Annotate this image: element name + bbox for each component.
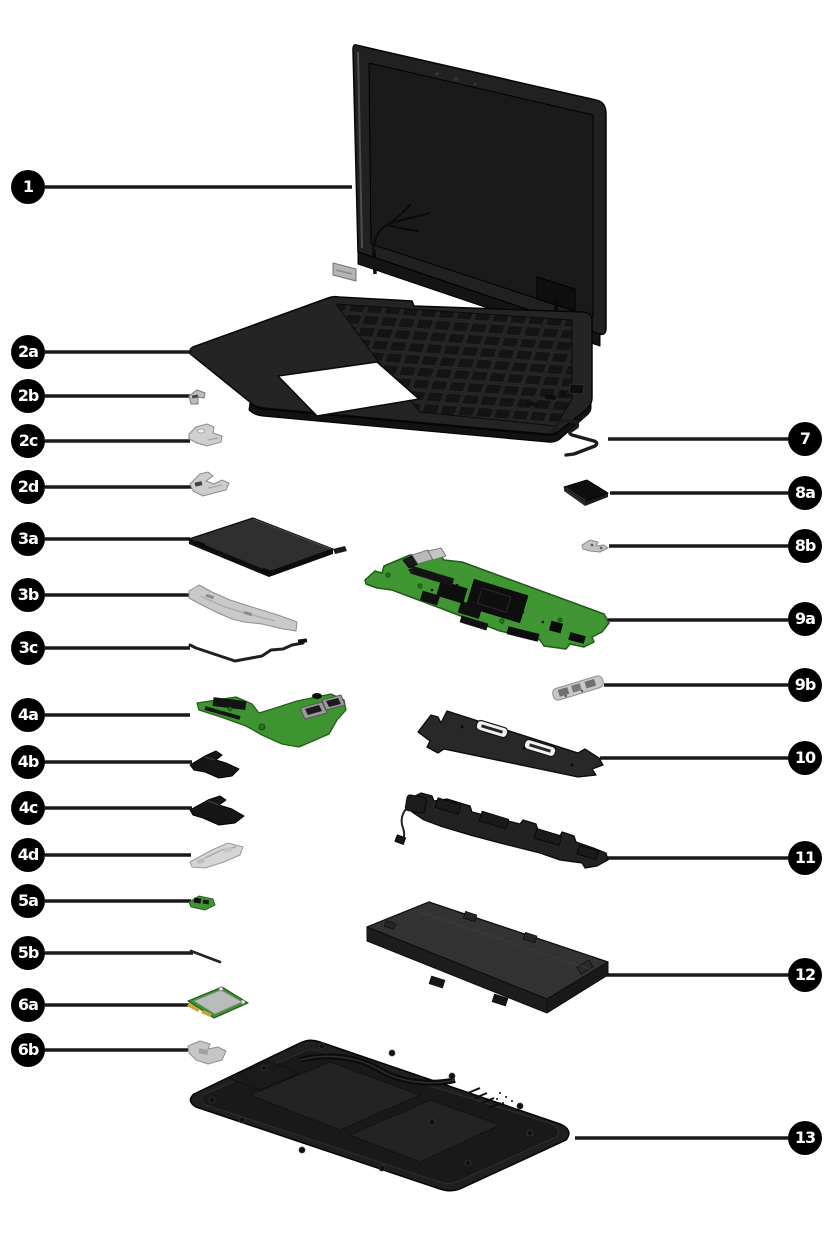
callout-6b: 6b — [11, 1033, 45, 1067]
part-system-board — [364, 547, 610, 650]
part-bracket-4d — [189, 842, 244, 869]
callout-4c: 4c — [11, 791, 45, 825]
callout-8b: 8b — [788, 529, 822, 563]
callout-5a: 5a — [11, 884, 45, 918]
callout-5b: 5b — [11, 936, 45, 970]
part-touchpad-cable — [188, 638, 308, 663]
callout-3c: 3c — [11, 631, 45, 665]
side-ports — [526, 383, 585, 407]
part-battery — [366, 901, 609, 1014]
part-cable-5b — [189, 949, 222, 964]
part-mylar-4b — [189, 750, 240, 779]
callout-7: 7 — [788, 422, 822, 456]
callout-8a: 8a — [788, 476, 822, 510]
part-speakers — [394, 792, 609, 869]
part-power-connector-cable — [550, 419, 599, 457]
part-ssd-bracket — [581, 539, 609, 553]
callout-13: 13 — [788, 1121, 822, 1155]
part-bracket-2c — [188, 423, 223, 447]
callout-2a: 2a — [11, 335, 45, 369]
part-usb-board — [196, 693, 347, 748]
callout-6a: 6a — [11, 988, 45, 1022]
callout-12: 12 — [788, 958, 822, 992]
part-touchpad — [188, 517, 347, 577]
callout-1: 1 — [11, 170, 45, 204]
callout-4d: 4d — [11, 838, 45, 872]
callout-2c: 2c — [11, 424, 45, 458]
part-shield-plate — [417, 710, 604, 778]
part-mylar-4c — [189, 795, 245, 826]
part-ssd — [563, 479, 609, 506]
touchpad-cutout — [277, 361, 420, 417]
callout-4a: 4a — [11, 698, 45, 732]
part-touchpad-bracket — [188, 584, 298, 632]
part-bottom-cover — [189, 1039, 570, 1192]
callout-9b: 9b — [788, 668, 822, 702]
callout-3a: 3a — [11, 522, 45, 556]
callout-10: 10 — [788, 741, 822, 775]
callout-9a: 9a — [788, 602, 822, 636]
part-sensor-board — [188, 895, 216, 911]
part-bracket-9b — [552, 675, 604, 701]
callout-2d: 2d — [11, 470, 45, 504]
part-bracket-2d — [189, 471, 230, 497]
part-wlan-module — [187, 986, 249, 1019]
part-wlan-bracket — [187, 1040, 227, 1065]
callout-3b: 3b — [11, 578, 45, 612]
display-hinge-left — [332, 262, 357, 282]
part-top-cover-keyboard — [189, 295, 593, 443]
callout-11: 11 — [788, 841, 822, 875]
part-bracket-2b — [188, 389, 206, 405]
leader-lines — [45, 185, 788, 1140]
callout-2b: 2b — [11, 379, 45, 413]
callout-4b: 4b — [11, 745, 45, 779]
